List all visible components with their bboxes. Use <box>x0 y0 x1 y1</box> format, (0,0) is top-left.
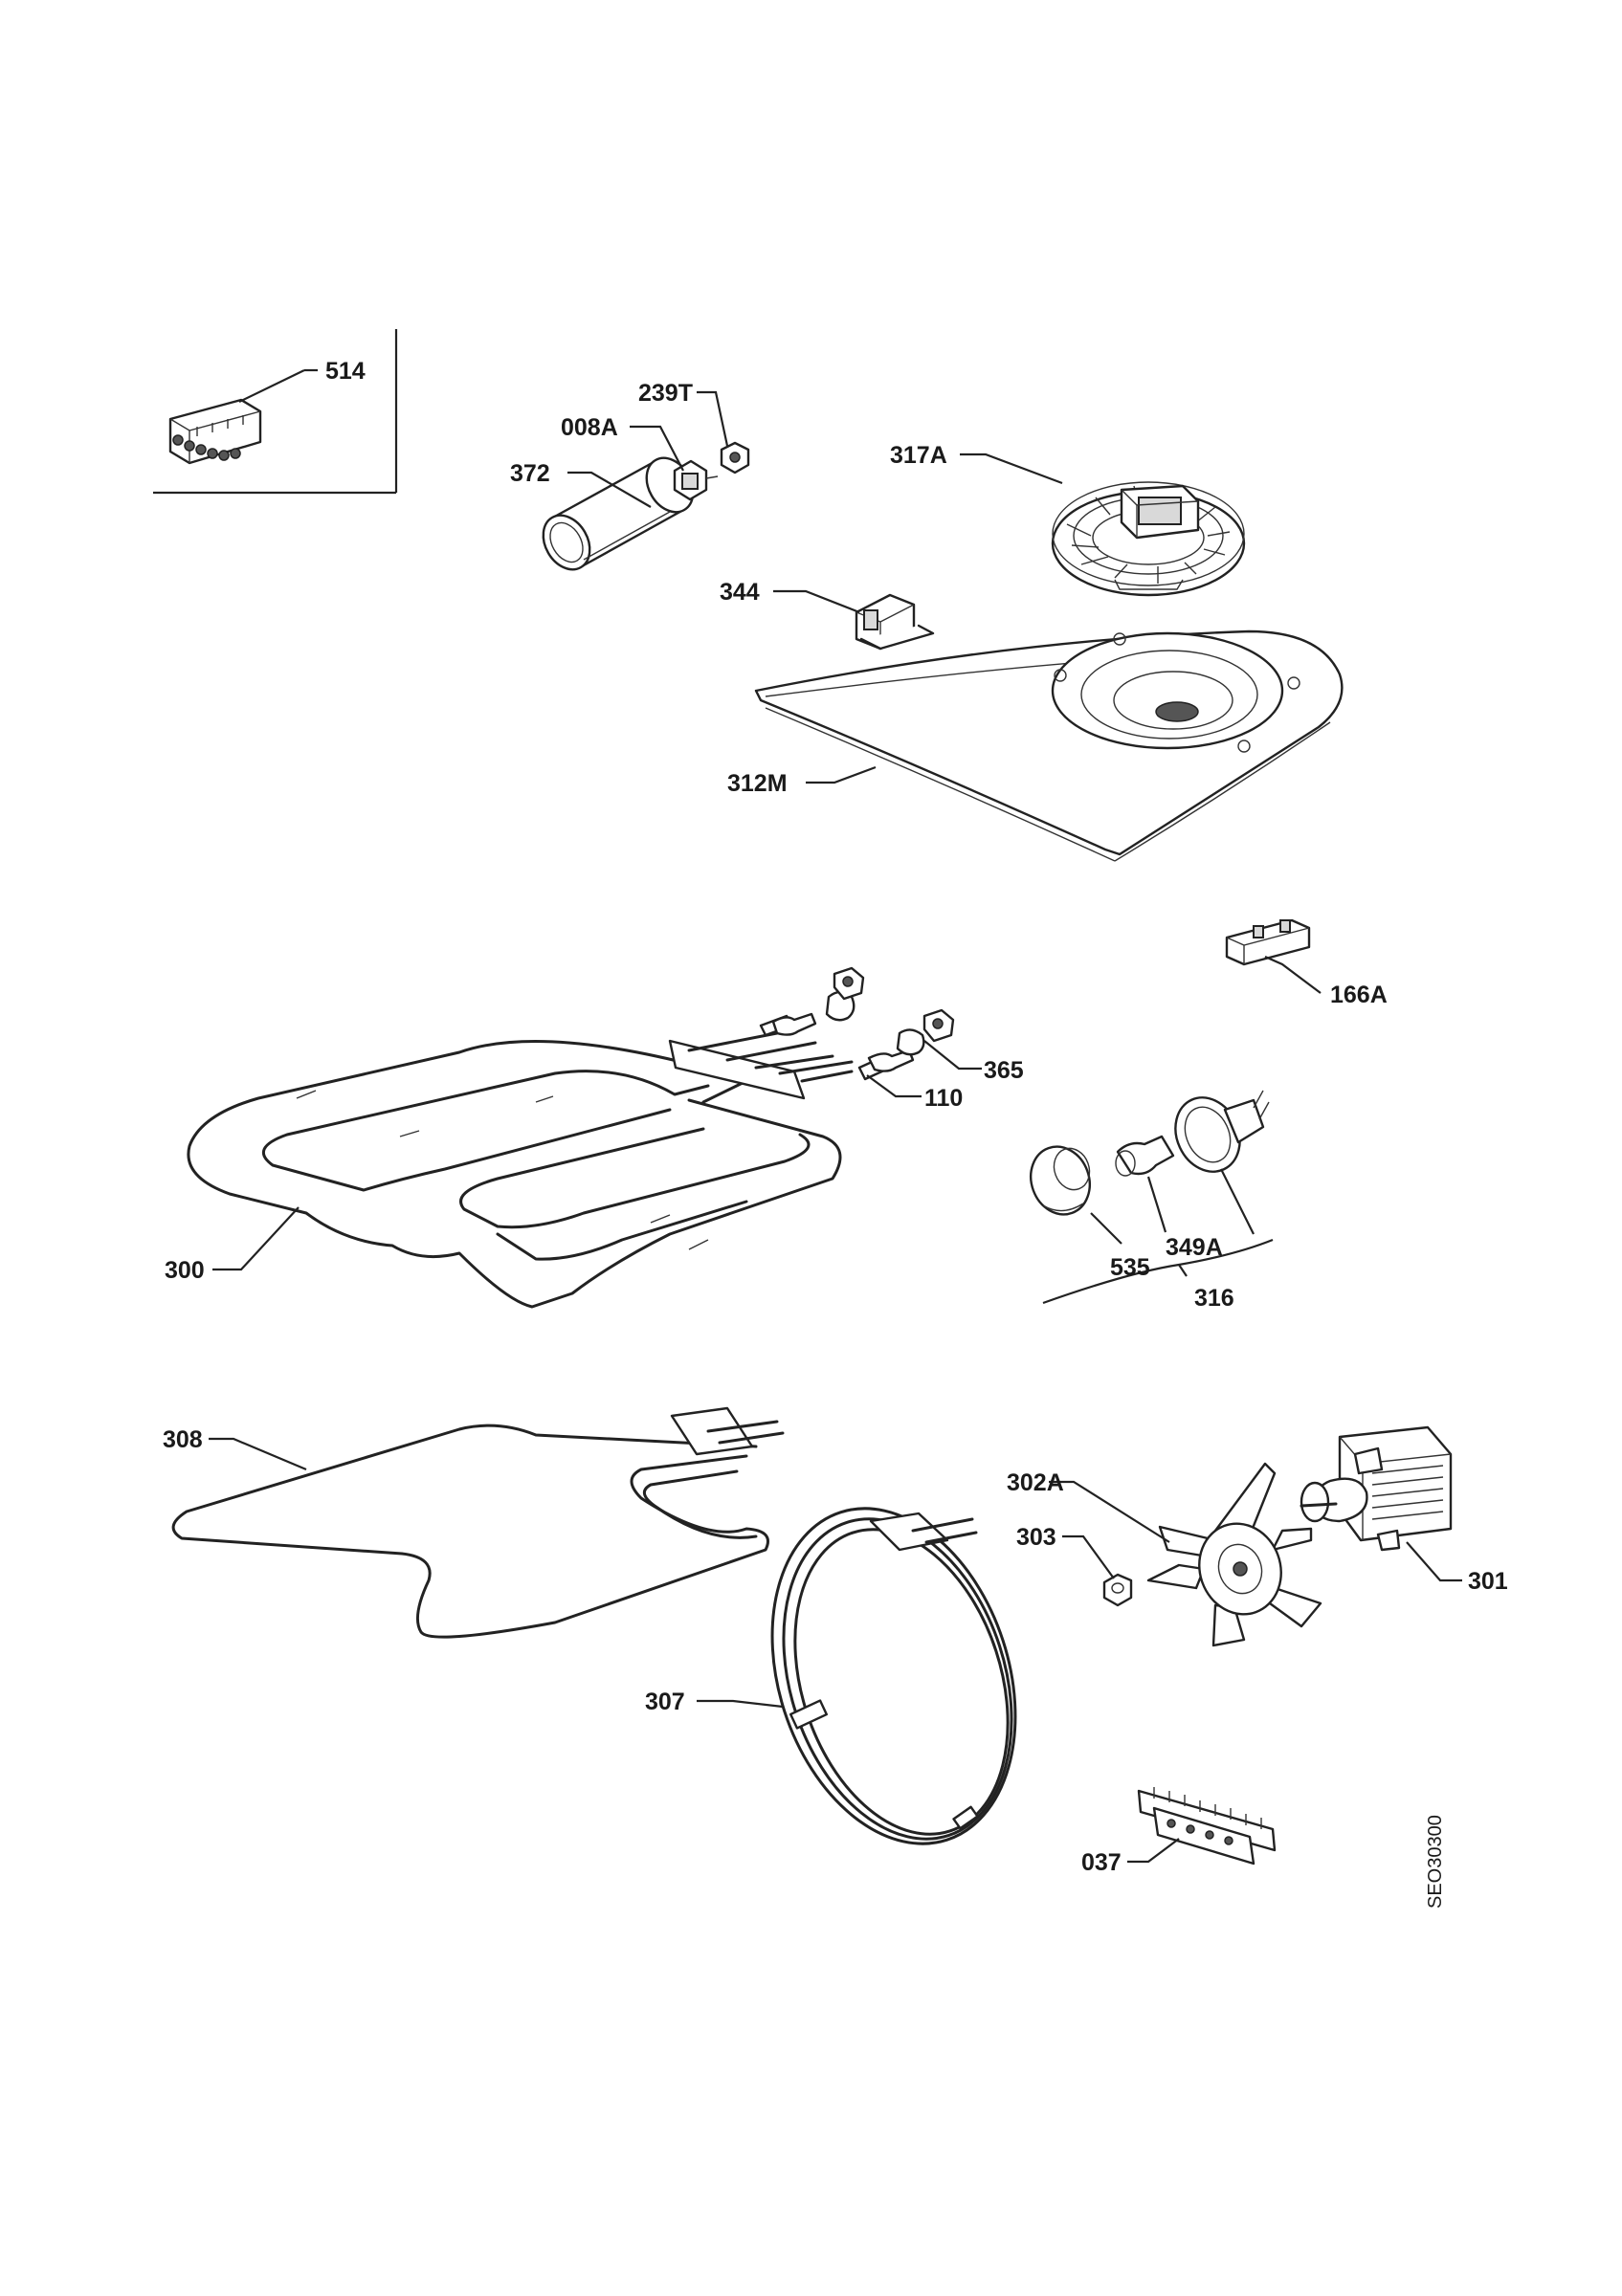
callout-008A: 008A <box>561 414 618 441</box>
part-344-bracket[interactable] <box>855 593 935 651</box>
callout-239T: 239T <box>638 380 693 407</box>
brace-316 <box>1042 1238 1274 1305</box>
callout-302A: 302A <box>1007 1469 1064 1496</box>
callout-372: 372 <box>510 460 550 487</box>
part-239T-nut[interactable] <box>720 441 750 475</box>
callout-300: 300 <box>165 1257 205 1284</box>
part-349A-lamp-holder[interactable] <box>1115 1087 1270 1182</box>
callout-037: 037 <box>1081 1849 1122 1876</box>
callout-labels: 514 239T 008A 372 317A 344 312M 166A 365… <box>163 358 1508 1876</box>
callout-110: 110 <box>924 1085 963 1112</box>
callout-349A: 349A <box>1166 1234 1223 1261</box>
part-307-circular-element[interactable] <box>731 1477 1055 1876</box>
callout-535: 535 <box>1110 1254 1150 1281</box>
callout-365: 365 <box>984 1057 1024 1084</box>
callout-344: 344 <box>720 579 760 606</box>
callout-312M: 312M <box>727 770 788 797</box>
part-303-nut[interactable] <box>1102 1573 1133 1607</box>
callout-303: 303 <box>1016 1524 1056 1551</box>
drawing-code: SEO30300 <box>1425 1815 1446 1909</box>
part-166A-terminal[interactable] <box>1225 918 1311 966</box>
part-110-spacers[interactable] <box>759 1012 915 1081</box>
leader-lines <box>209 368 1462 1864</box>
inset-frame <box>153 329 398 495</box>
part-312M-fan-cover[interactable] <box>754 629 1344 862</box>
part-365-nuts[interactable] <box>825 966 955 1056</box>
callout-308: 308 <box>163 1426 203 1453</box>
part-302A-fan-blade[interactable] <box>1146 1462 1322 1647</box>
callout-514: 514 <box>325 358 366 385</box>
part-301-fan-motor[interactable] <box>1300 1425 1453 1552</box>
part-317A-fan-motor-assembly[interactable] <box>1051 481 1246 597</box>
callout-166A: 166A <box>1330 982 1388 1008</box>
callout-316: 316 <box>1194 1285 1234 1312</box>
callout-317A: 317A <box>890 442 947 469</box>
part-037-terminal-strip[interactable] <box>1137 1787 1277 1866</box>
part-514-terminal-block[interactable] <box>168 398 262 465</box>
part-535-lamp-cover[interactable] <box>1021 1138 1099 1223</box>
part-308-bottom-element[interactable] <box>171 1406 785 1639</box>
part-300-grill-element[interactable] <box>187 1031 854 1309</box>
callout-301: 301 <box>1468 1568 1508 1595</box>
callout-307: 307 <box>645 1689 685 1715</box>
